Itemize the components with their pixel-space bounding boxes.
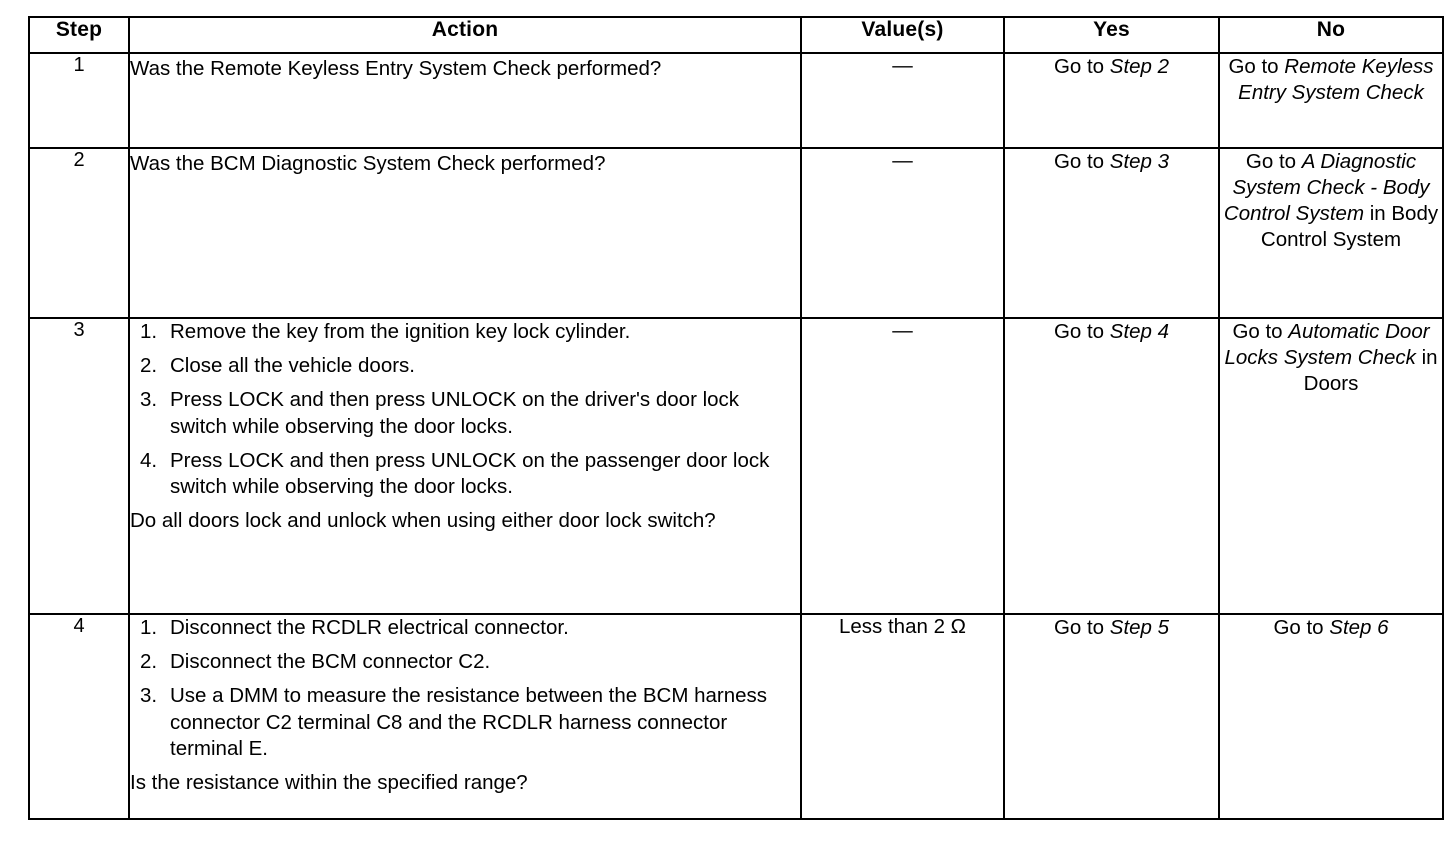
yes-prefix: Go to xyxy=(1053,150,1110,173)
list-item-number: 2. xyxy=(140,650,158,674)
column-header-no: No xyxy=(1218,16,1444,54)
no-reference: Remote Keyless Entry System Check xyxy=(1238,55,1434,105)
value-cell: — xyxy=(800,52,1005,149)
no-cell: Go to Remote Keyless Entry System Check xyxy=(1218,52,1444,149)
column-header-step: Step xyxy=(28,16,130,54)
no-cell: Go to Automatic Door Locks System Check … xyxy=(1218,317,1444,615)
no-prefix: Go to xyxy=(1228,55,1285,78)
yes-prefix: Go to xyxy=(1053,320,1110,343)
list-item-text: Close all the vehicle doors. xyxy=(170,354,415,378)
no-reference: Automatic Door Locks System Check xyxy=(1224,320,1430,370)
step-number: 2 xyxy=(28,147,130,319)
list-item: 2. Disconnect the BCM connector C2. xyxy=(130,649,800,675)
action-question: Is the resistance within the specified r… xyxy=(130,771,528,795)
no-cell: Go to Step 6 xyxy=(1218,613,1444,820)
no-reference: Step 6 xyxy=(1329,616,1389,639)
yes-reference: Step 4 xyxy=(1109,320,1170,343)
action-cell: Was the BCM Diagnostic System Check perf… xyxy=(128,147,802,319)
step-number: 3 xyxy=(28,317,130,615)
list-item: 3. Press LOCK and then press UNLOCK on th… xyxy=(130,387,800,439)
table-header-row: Step Action Value(s) Yes No xyxy=(28,16,1444,54)
action-step-list: 1. Disconnect the RCDLR electrical connec… xyxy=(130,615,800,762)
list-item: 1. Disconnect the RCDLR electrical connec… xyxy=(130,615,800,641)
list-item-text: Press LOCK and then press UNLOCK on the … xyxy=(170,388,740,438)
list-item-number: 3. xyxy=(140,388,158,412)
action-question: Was the Remote Keyless Entry System Chec… xyxy=(130,57,662,80)
action-cell: 1. Remove the key from the ignition key l… xyxy=(128,317,802,615)
list-item: 1. Remove the key from the ignition key l… xyxy=(130,319,800,345)
table-row: 2 Was the BCM Diagnostic System Check pe… xyxy=(28,147,1444,319)
no-prefix: Go to xyxy=(1273,616,1330,639)
value-cell: — xyxy=(800,317,1005,615)
action-step-list: 1. Remove the key from the ignition key l… xyxy=(130,319,800,500)
table-body: 1 Was the Remote Keyless Entry System Ch… xyxy=(28,52,1444,820)
action-cell: 1. Disconnect the RCDLR electrical connec… xyxy=(128,613,802,820)
action-question: Was the BCM Diagnostic System Check perf… xyxy=(130,152,606,175)
table-row: 1 Was the Remote Keyless Entry System Ch… xyxy=(28,52,1444,149)
action-question: Do all doors lock and unlock when using … xyxy=(130,509,716,533)
no-suffix: in Body Control System xyxy=(1260,202,1439,252)
no-suffix: in Doors xyxy=(1303,346,1438,396)
no-prefix: Go to xyxy=(1245,150,1302,173)
list-item: 4. Press LOCK and then press UNLOCK on th… xyxy=(130,448,800,500)
yes-reference: Step 5 xyxy=(1109,616,1170,639)
column-header-action: Action xyxy=(128,16,802,54)
yes-prefix: Go to xyxy=(1053,55,1110,78)
list-item-text: Use a DMM to measure the resistance betw… xyxy=(170,684,768,760)
list-item-text: Disconnect the RCDLR electrical connecto… xyxy=(170,616,569,639)
yes-prefix: Go to xyxy=(1053,616,1110,639)
list-item-number: 2. xyxy=(140,354,158,378)
yes-reference: Step 3 xyxy=(1109,150,1170,173)
column-header-values: Value(s) xyxy=(800,16,1005,54)
list-item: 2. Close all the vehicle doors. xyxy=(130,353,800,379)
list-item-number: 1. xyxy=(140,320,158,343)
step-number: 1 xyxy=(28,52,130,149)
table-row: 3 1. Remove the key from the ignition key… xyxy=(28,317,1444,615)
yes-cell: Go to Step 4 xyxy=(1003,317,1220,615)
no-prefix: Go to xyxy=(1232,320,1289,343)
value-cell: — xyxy=(800,147,1005,319)
yes-cell: Go to Step 5 xyxy=(1003,613,1220,820)
list-item-number: 1. xyxy=(140,616,158,639)
list-item: 3. Use a DMM to measure the resistance be… xyxy=(130,683,800,762)
diagnostic-procedure-table: Step Action Value(s) Yes No 1 Was the Re… xyxy=(28,16,1444,820)
column-header-yes: Yes xyxy=(1003,16,1220,54)
no-reference: A Diagnostic System Check - Body Control… xyxy=(1223,150,1430,226)
value-cell: Less than 2 Ω xyxy=(800,613,1005,820)
list-item-text: Remove the key from the ignition key loc… xyxy=(170,320,631,343)
list-item-number: 4. xyxy=(140,448,158,472)
list-item-text: Disconnect the BCM connector C2. xyxy=(170,650,491,674)
yes-cell: Go to Step 2 xyxy=(1003,52,1220,149)
table-row: 4 1. Disconnect the RCDLR electrical conn… xyxy=(28,613,1444,820)
yes-reference: Step 2 xyxy=(1109,55,1170,78)
no-cell: Go to A Diagnostic System Check - Body C… xyxy=(1218,147,1444,319)
yes-cell: Go to Step 3 xyxy=(1003,147,1220,319)
action-cell: Was the Remote Keyless Entry System Chec… xyxy=(128,52,802,149)
list-item-number: 3. xyxy=(140,684,158,708)
list-item-text: Press LOCK and then press UNLOCK on the … xyxy=(170,448,770,499)
step-number: 4 xyxy=(28,613,130,820)
